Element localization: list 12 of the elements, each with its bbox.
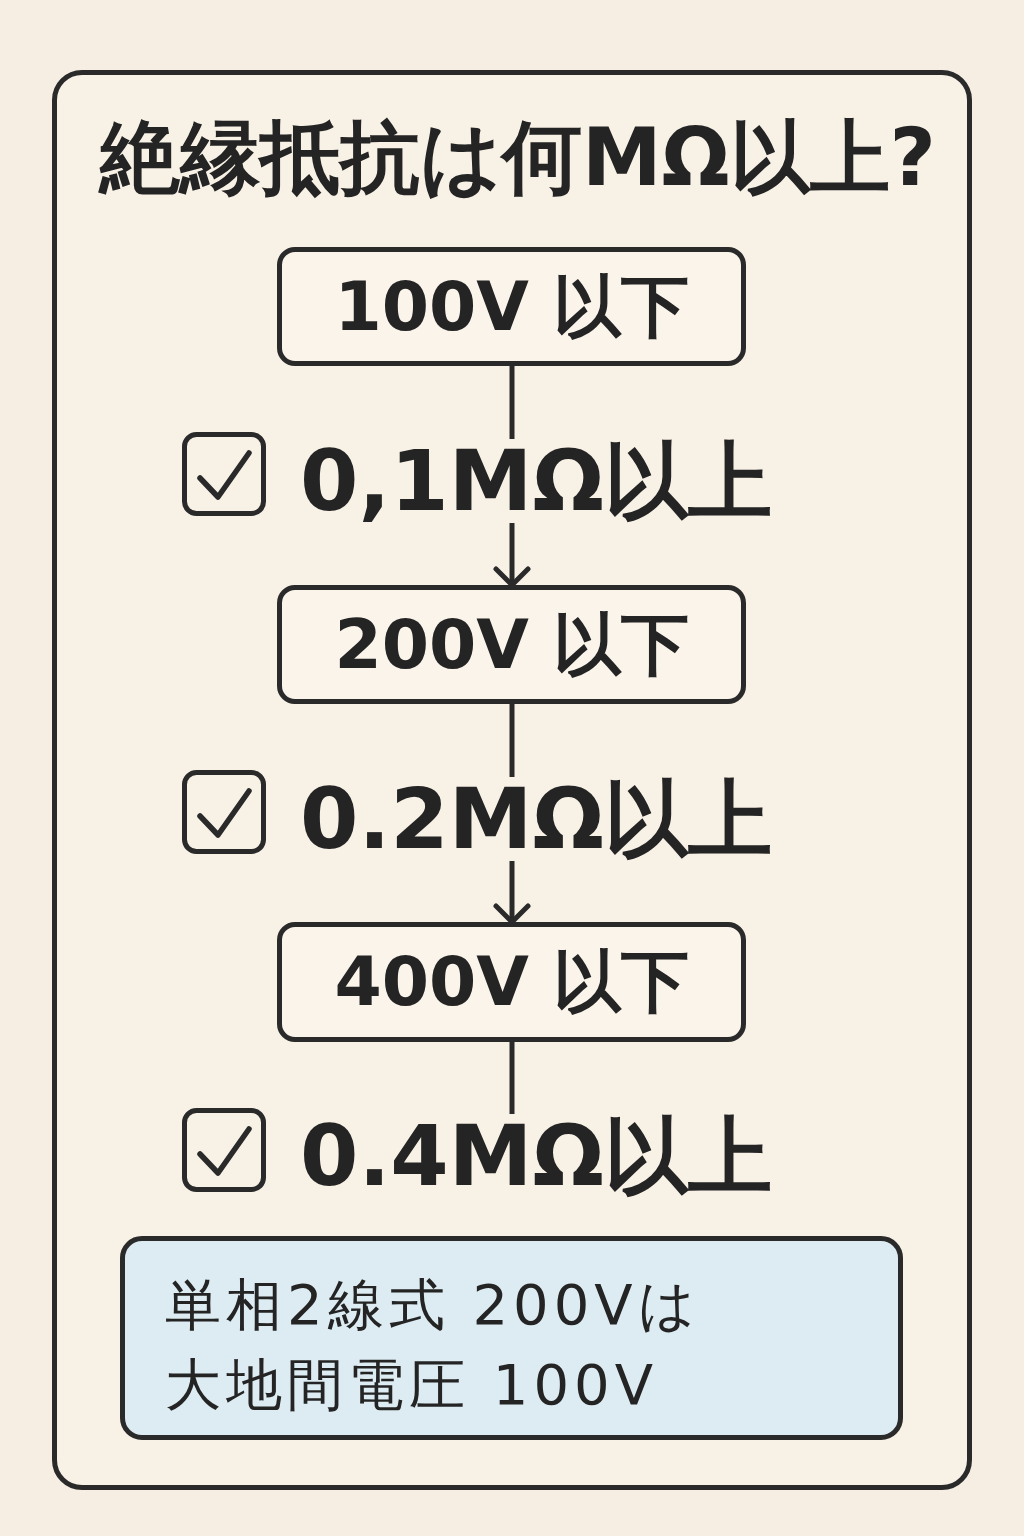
connector-line	[509, 1042, 515, 1114]
connector-line	[509, 366, 515, 439]
value-text: 0.2MΩ以上	[300, 777, 772, 861]
title: 絶縁抵抗は何MΩ以上?	[100, 118, 936, 198]
process-box: 200V 以下	[277, 585, 746, 704]
value-text: 0,1MΩ以上	[300, 439, 772, 523]
process-box: 100V 以下	[277, 247, 746, 366]
connector-line	[509, 704, 515, 777]
value-text: 0.4MΩ以上	[300, 1114, 772, 1198]
process-box: 400V 以下	[277, 922, 746, 1042]
card	[52, 70, 972, 1490]
note-box: 単相2線式 200Vは大地間電圧 100V	[120, 1236, 903, 1440]
